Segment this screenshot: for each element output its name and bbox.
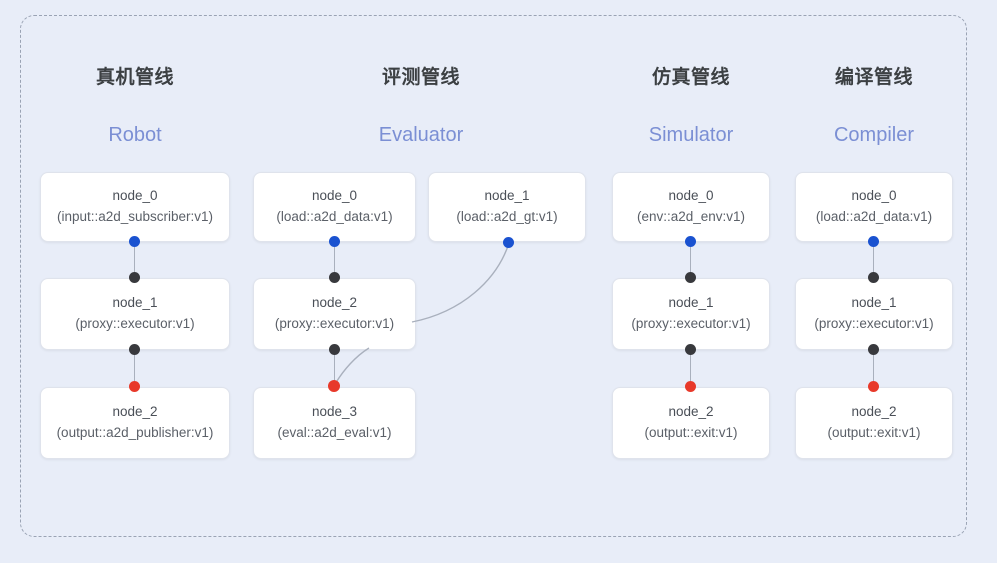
node-label-type: (proxy::executor:v1) bbox=[75, 316, 195, 331]
column-title-cn-simulator: 仿真管线 bbox=[651, 67, 730, 88]
node-label-type: (env::a2d_env:v1) bbox=[636, 209, 746, 224]
node-simulator-2[interactable]: node_2 (output::exit:v1) bbox=[612, 387, 770, 459]
node-label-name: node_0 bbox=[311, 188, 358, 204]
node-evaluator-2[interactable]: node_2 (proxy::executor:v1) bbox=[253, 278, 416, 350]
link-robot-0-to-1 bbox=[134, 241, 136, 278]
node-label-name: node_1 bbox=[668, 295, 714, 311]
node-evaluator-3[interactable]: node_3 (eval::a2d_eval:v1) bbox=[253, 387, 416, 459]
node-evaluator-1[interactable]: node_1 (load::a2d_gt:v1) bbox=[428, 172, 586, 242]
column-title-en-evaluator: Evaluator bbox=[378, 124, 464, 146]
link-robot-1-to-2 bbox=[134, 349, 136, 386]
port-output-simulator-0[interactable] bbox=[685, 236, 696, 247]
link-compiler-1-to-2 bbox=[873, 349, 875, 386]
port-output-compiler-0[interactable] bbox=[868, 236, 879, 247]
port-output-evaluator-0[interactable] bbox=[329, 236, 340, 247]
node-label-name: node_2 bbox=[311, 295, 358, 311]
port-input-simulator-1[interactable] bbox=[685, 272, 696, 283]
node-label-name: node_3 bbox=[311, 404, 358, 420]
node-label-type: (proxy::executor:v1) bbox=[631, 316, 751, 331]
node-label-type: (proxy::executor:v1) bbox=[274, 316, 395, 331]
node-compiler-1[interactable]: node_1 (proxy::executor:v1) bbox=[795, 278, 953, 350]
port-input-robot-1[interactable] bbox=[129, 272, 140, 283]
node-label-type: (load::a2d_data:v1) bbox=[276, 209, 393, 224]
port-input-compiler-2[interactable] bbox=[868, 381, 879, 392]
port-input-compiler-1[interactable] bbox=[868, 272, 879, 283]
column-title-cn-robot: 真机管线 bbox=[95, 67, 174, 88]
column-title-en-simulator: Simulator bbox=[648, 124, 734, 146]
diagram-dashed-frame bbox=[20, 15, 967, 537]
port-output-evaluator-1[interactable] bbox=[503, 237, 514, 248]
node-label-type: (proxy::executor:v1) bbox=[814, 316, 934, 331]
node-label-type: (output::exit:v1) bbox=[827, 425, 921, 440]
column-title-en-robot: Robot bbox=[108, 124, 162, 146]
node-label-name: node_0 bbox=[851, 188, 897, 204]
node-label-name: node_2 bbox=[668, 404, 714, 420]
port-output-robot-0[interactable] bbox=[129, 236, 140, 247]
node-evaluator-0[interactable]: node_0 (load::a2d_data:v1) bbox=[253, 172, 416, 242]
port-output-compiler-1[interactable] bbox=[868, 344, 879, 355]
node-compiler-0[interactable]: node_0 (load::a2d_data:v1) bbox=[795, 172, 953, 242]
node-label-type: (load::a2d_gt:v1) bbox=[456, 209, 558, 224]
node-label-type: (output::a2d_publisher:v1) bbox=[56, 425, 214, 440]
port-output-evaluator-2[interactable] bbox=[329, 344, 340, 355]
node-label-type: (output::exit:v1) bbox=[644, 425, 738, 440]
port-output-robot-1[interactable] bbox=[129, 344, 140, 355]
node-label-name: node_1 bbox=[851, 295, 897, 311]
node-label-type: (load::a2d_data:v1) bbox=[815, 209, 933, 224]
column-title-cn-compiler: 编译管线 bbox=[834, 67, 913, 88]
port-input-simulator-2[interactable] bbox=[685, 381, 696, 392]
port-output-simulator-1[interactable] bbox=[685, 344, 696, 355]
link-compiler-0-to-1 bbox=[873, 241, 875, 278]
node-simulator-0[interactable]: node_0 (env::a2d_env:v1) bbox=[612, 172, 770, 242]
port-input-robot-2[interactable] bbox=[129, 381, 140, 392]
node-compiler-2[interactable]: node_2 (output::exit:v1) bbox=[795, 387, 953, 459]
column-title-cn-evaluator: 评测管线 bbox=[381, 67, 460, 88]
node-robot-0[interactable]: node_0 (input::a2d_subscriber:v1) bbox=[40, 172, 230, 242]
node-robot-2[interactable]: node_2 (output::a2d_publisher:v1) bbox=[40, 387, 230, 459]
node-simulator-1[interactable]: node_1 (proxy::executor:v1) bbox=[612, 278, 770, 350]
node-label-name: node_2 bbox=[112, 404, 158, 420]
port-input-evaluator-2[interactable] bbox=[329, 272, 340, 283]
node-label-type: (input::a2d_subscriber:v1) bbox=[56, 209, 214, 224]
node-label-name: node_0 bbox=[112, 188, 158, 204]
node-robot-1[interactable]: node_1 (proxy::executor:v1) bbox=[40, 278, 230, 350]
node-label-name: node_2 bbox=[851, 404, 897, 420]
port-input-evaluator-3[interactable] bbox=[328, 380, 340, 392]
link-evaluator-0-to-2 bbox=[334, 241, 336, 278]
node-label-name: node_1 bbox=[484, 188, 530, 204]
node-label-type: (eval::a2d_eval:v1) bbox=[277, 425, 392, 440]
link-simulator-1-to-2 bbox=[690, 349, 692, 386]
node-label-name: node_0 bbox=[668, 188, 714, 204]
node-label-name: node_1 bbox=[112, 295, 158, 311]
column-title-en-compiler: Compiler bbox=[833, 124, 915, 146]
link-simulator-0-to-1 bbox=[690, 241, 692, 278]
